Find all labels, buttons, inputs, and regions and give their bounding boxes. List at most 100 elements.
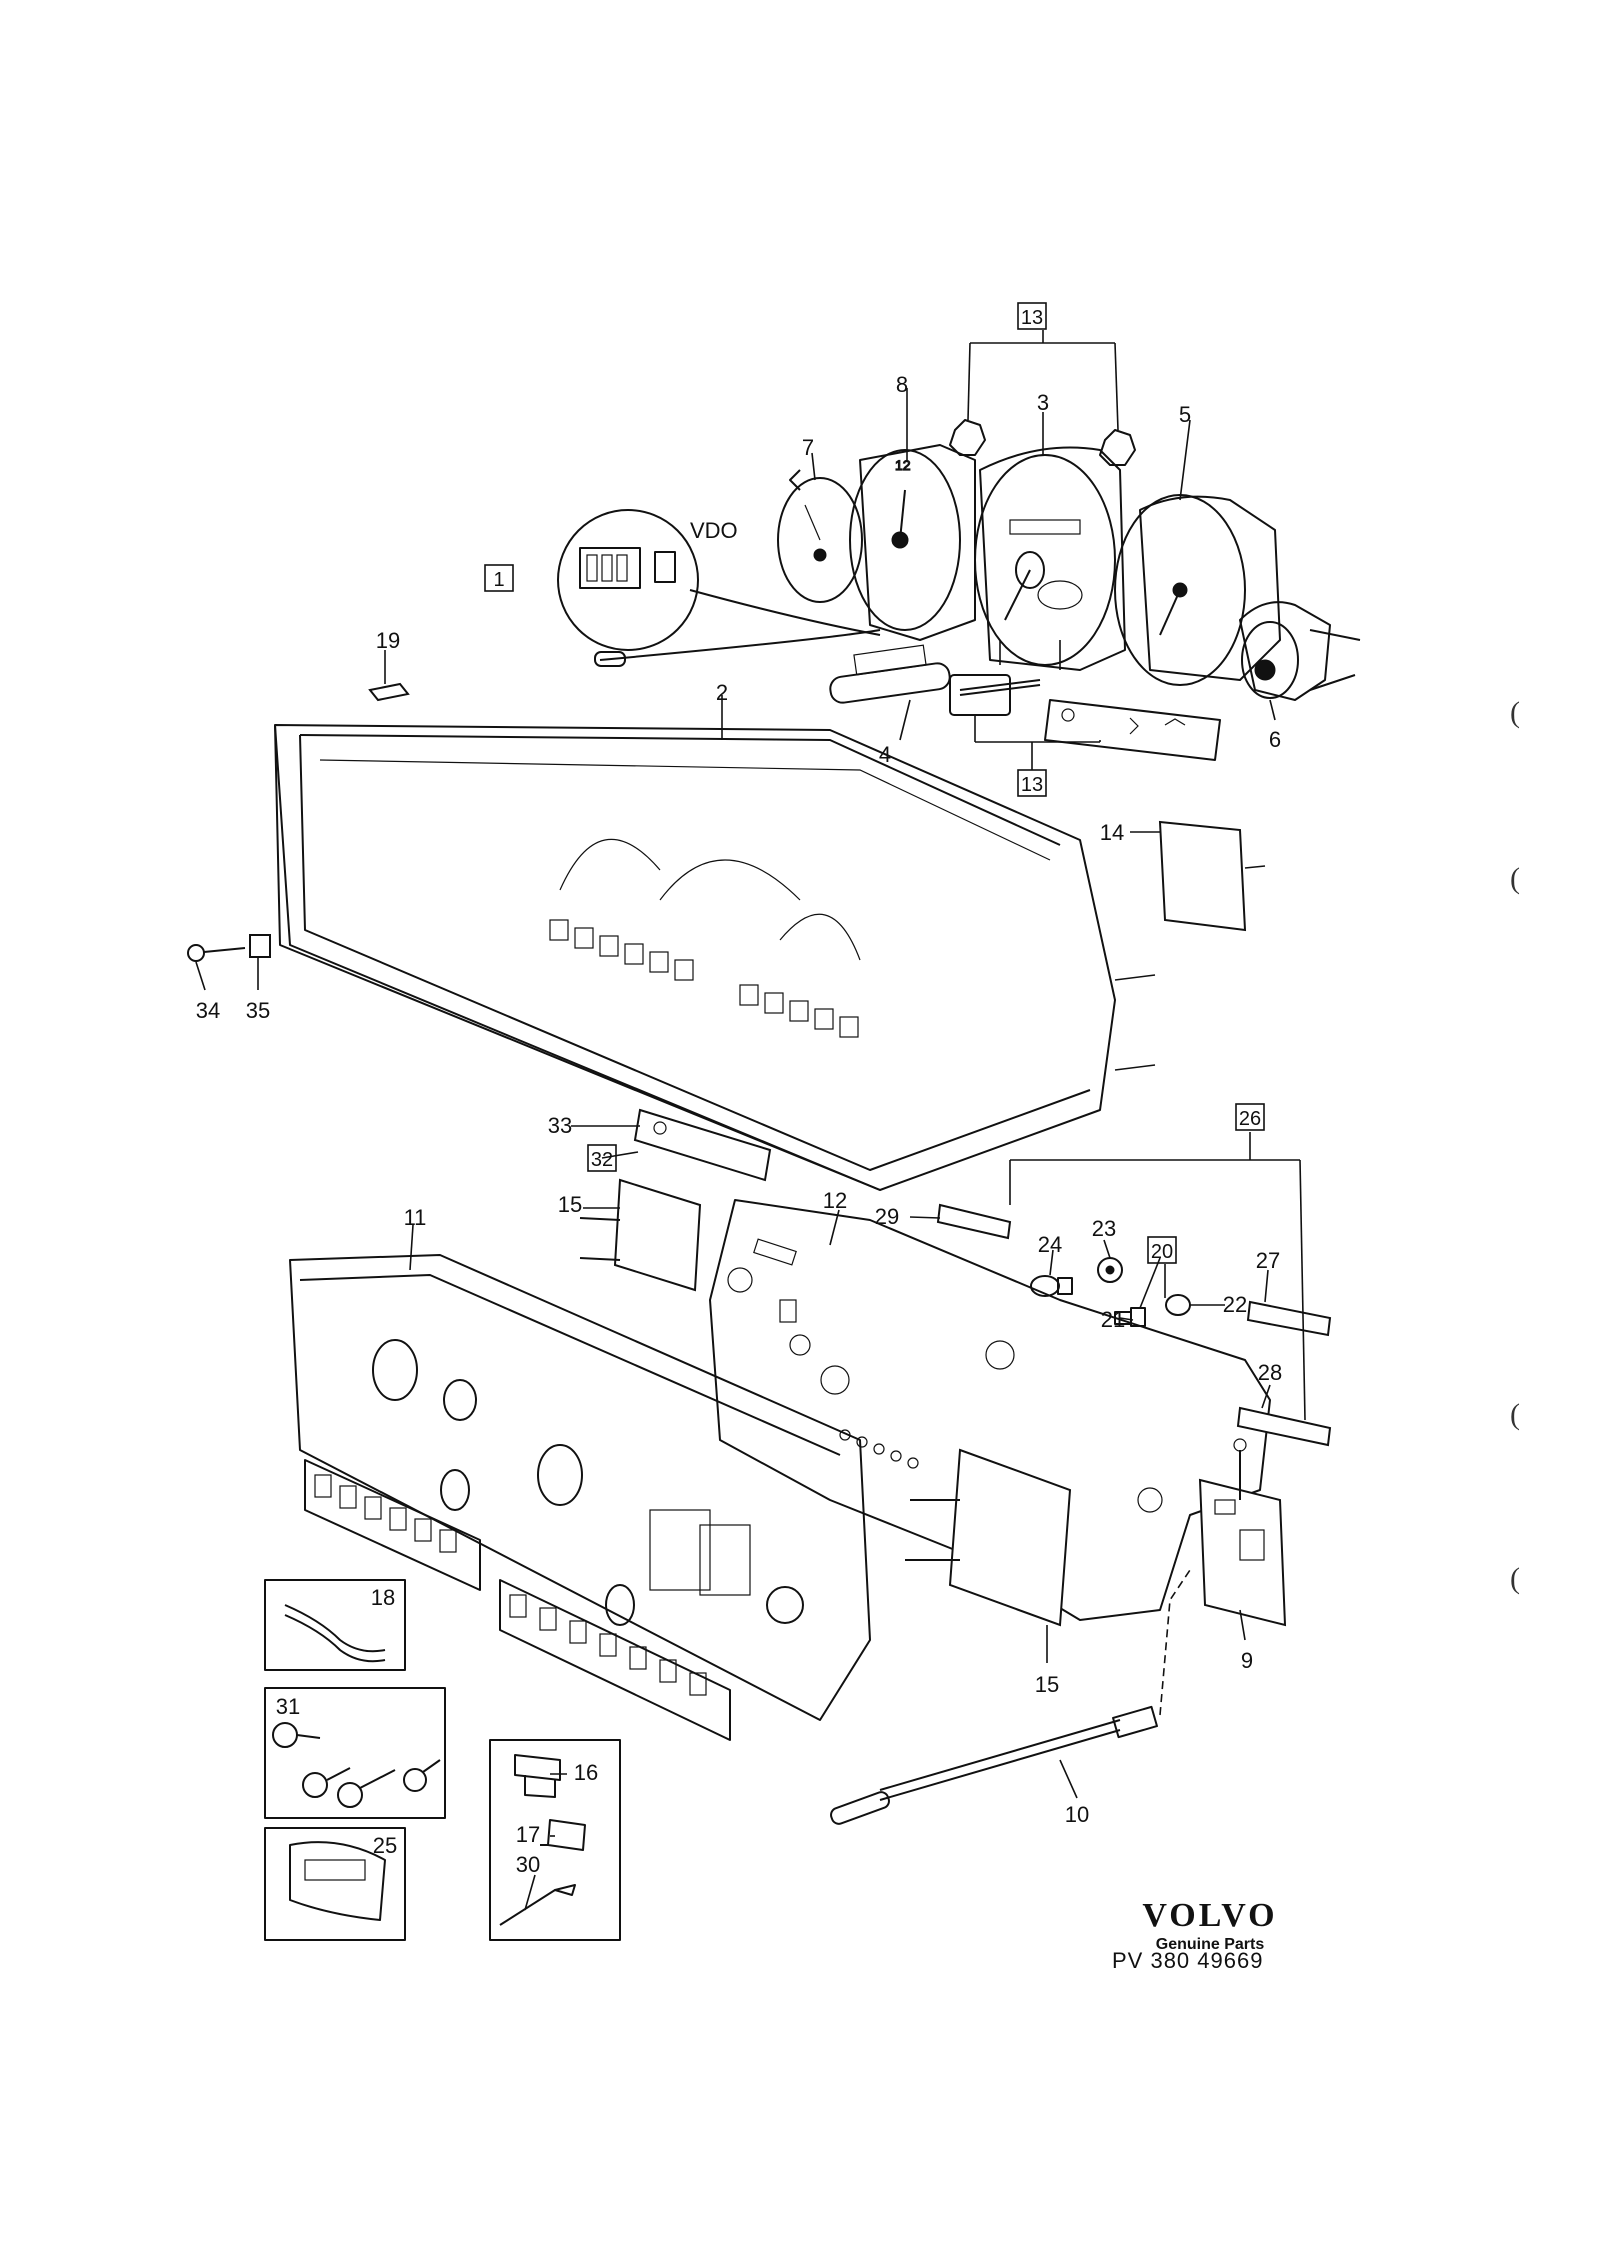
callout-3: 3	[1037, 390, 1049, 415]
callout-34: 34	[196, 998, 220, 1023]
callout-35: 35	[246, 998, 270, 1023]
callout-22: 22	[1223, 1292, 1247, 1317]
callout-17: 17	[516, 1822, 540, 1847]
clip-27	[1246, 1300, 1332, 1337]
callout-32: 32	[591, 1149, 613, 1171]
callout-16: 16	[574, 1760, 598, 1785]
callout-24: 24	[1038, 1232, 1062, 1257]
housing-lamp-row	[549, 919, 859, 1038]
callout-4: 4	[879, 742, 891, 767]
connector-row-left	[304, 1459, 481, 1591]
callout-box-13-top	[1017, 302, 1047, 330]
boxed-callouts: 1 13 13 26 32 20	[484, 302, 1265, 1264]
bracket-17	[540, 1819, 586, 1851]
warning-symbol-right	[1099, 429, 1136, 466]
bulb-21	[1114, 1307, 1146, 1327]
callout-28: 28	[1258, 1360, 1282, 1385]
board-15-lower	[905, 1448, 1072, 1627]
socket-22	[1165, 1294, 1191, 1316]
callout-20: 20	[1151, 1241, 1173, 1263]
panel-33	[633, 1108, 772, 1182]
brand-block: VOLVO Genuine Parts	[1100, 1898, 1320, 1956]
circuit-dots	[839, 1429, 919, 1469]
lens-14	[1158, 820, 1247, 932]
clip-28	[1236, 1406, 1332, 1447]
callout-21: 21	[1101, 1307, 1125, 1332]
gauge-6	[1239, 601, 1361, 701]
callout-10: 10	[1065, 1802, 1089, 1827]
gauge-7	[777, 469, 863, 603]
callout-box-32	[587, 1144, 617, 1172]
margin-mark: (	[1510, 1398, 1520, 1431]
callout-box-20	[1147, 1236, 1177, 1264]
callout-12: 12	[823, 1188, 847, 1213]
circuit-12	[709, 1199, 1271, 1621]
margin-mark: (	[1510, 696, 1520, 729]
callout-box-1	[484, 564, 514, 592]
bracket-16	[514, 1754, 561, 1798]
pin-30	[499, 1884, 576, 1926]
box-18	[264, 1579, 406, 1671]
callout-13-bottom: 13	[1021, 774, 1043, 796]
callout-26: 26	[1239, 1108, 1261, 1130]
svg-text:12: 12	[895, 457, 911, 473]
callout-27: 27	[1256, 1248, 1280, 1273]
cable-1	[599, 629, 881, 661]
callout-1: 1	[493, 569, 504, 591]
callout-15-lower: 15	[1035, 1672, 1059, 1697]
callout-box-26	[1235, 1103, 1265, 1131]
nut-35	[249, 934, 271, 958]
callout-31: 31	[276, 1694, 300, 1719]
callout-5: 5	[1179, 402, 1191, 427]
callout-13-top: 13	[1021, 307, 1043, 329]
callout-19: 19	[376, 628, 400, 653]
plain-callouts: 8 3 7 5 6 4 2 19 14 34 35 33 15 11 12 29…	[196, 372, 1282, 1877]
connector-row-right	[499, 1579, 731, 1741]
callout-8: 8	[896, 372, 908, 397]
callout-14: 14	[1100, 820, 1124, 845]
cable-10	[830, 1569, 1191, 1825]
bulb-24	[1030, 1275, 1073, 1297]
gauge-3	[974, 446, 1126, 671]
back-housing-11	[289, 1254, 871, 1741]
callout-7: 7	[802, 435, 814, 460]
callout-11: 11	[404, 1205, 427, 1230]
callout-box-13-bottom	[1017, 769, 1047, 797]
screw-set-31	[272, 1722, 441, 1808]
box-31	[264, 1687, 446, 1819]
leader-lines	[195, 330, 1306, 1911]
callout-33: 33	[548, 1113, 572, 1138]
callout-30: 30	[516, 1852, 540, 1877]
clip-19	[368, 682, 410, 702]
volvo-logo: VOLVO	[1142, 1897, 1278, 1934]
callout-25: 25	[373, 1833, 397, 1858]
callout-15-upper: 15	[558, 1192, 582, 1217]
warning-strip	[1044, 699, 1221, 761]
callout-23: 23	[1092, 1216, 1116, 1241]
warning-symbol-left	[949, 419, 986, 456]
gauge-cluster: 12	[594, 419, 1361, 761]
box-16-17-30	[489, 1739, 621, 1941]
part-number: PV 380 49669	[1112, 1948, 1264, 1973]
margin-mark: (	[1510, 1562, 1520, 1595]
box-25	[264, 1827, 406, 1941]
callout-18: 18	[371, 1585, 395, 1610]
board-9	[1198, 1438, 1287, 1627]
callout-6: 6	[1269, 727, 1281, 752]
shafts-4	[829, 644, 1041, 716]
socket-23	[1097, 1257, 1123, 1283]
callout-9: 9	[1241, 1648, 1253, 1673]
margin-mark: (	[1510, 862, 1520, 895]
screw-34	[187, 944, 246, 962]
housing-2	[274, 724, 1156, 1191]
gauge-8: 12	[849, 444, 976, 641]
vdo-label: VDO	[690, 518, 738, 543]
brand-tagline: Genuine Parts	[1155, 1936, 1265, 1953]
clip-29	[936, 1203, 1012, 1240]
gauge-5	[1114, 494, 1281, 686]
callout-2: 2	[716, 680, 728, 705]
vdo-inset: VDO	[557, 509, 881, 651]
callout-29: 29	[875, 1204, 899, 1229]
board-15-upper	[579, 1178, 702, 1292]
